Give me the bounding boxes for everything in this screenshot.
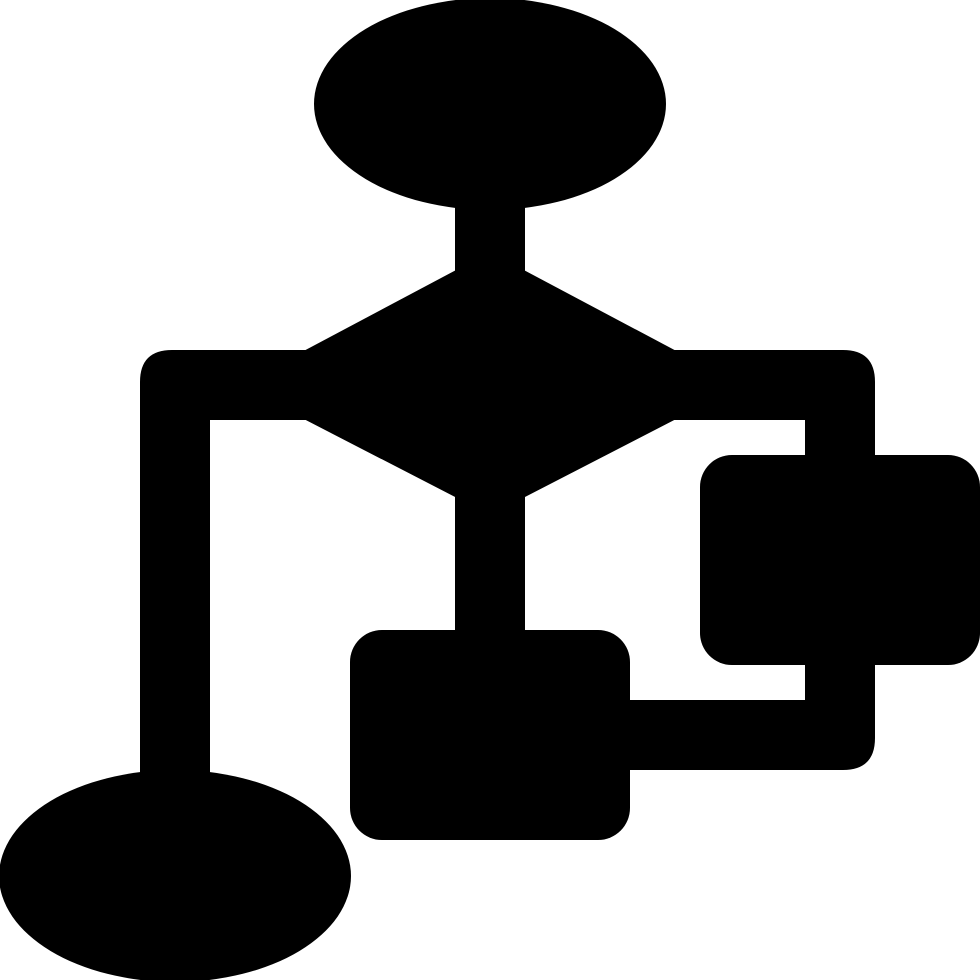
process-box-right <box>700 455 980 665</box>
start-terminator-ellipse <box>314 0 666 210</box>
end-terminator-ellipse <box>0 770 351 980</box>
connector-left-elbow <box>140 350 330 800</box>
decision-diamond <box>298 252 682 515</box>
process-box-bottom <box>350 630 630 840</box>
connector-middle <box>455 495 525 645</box>
